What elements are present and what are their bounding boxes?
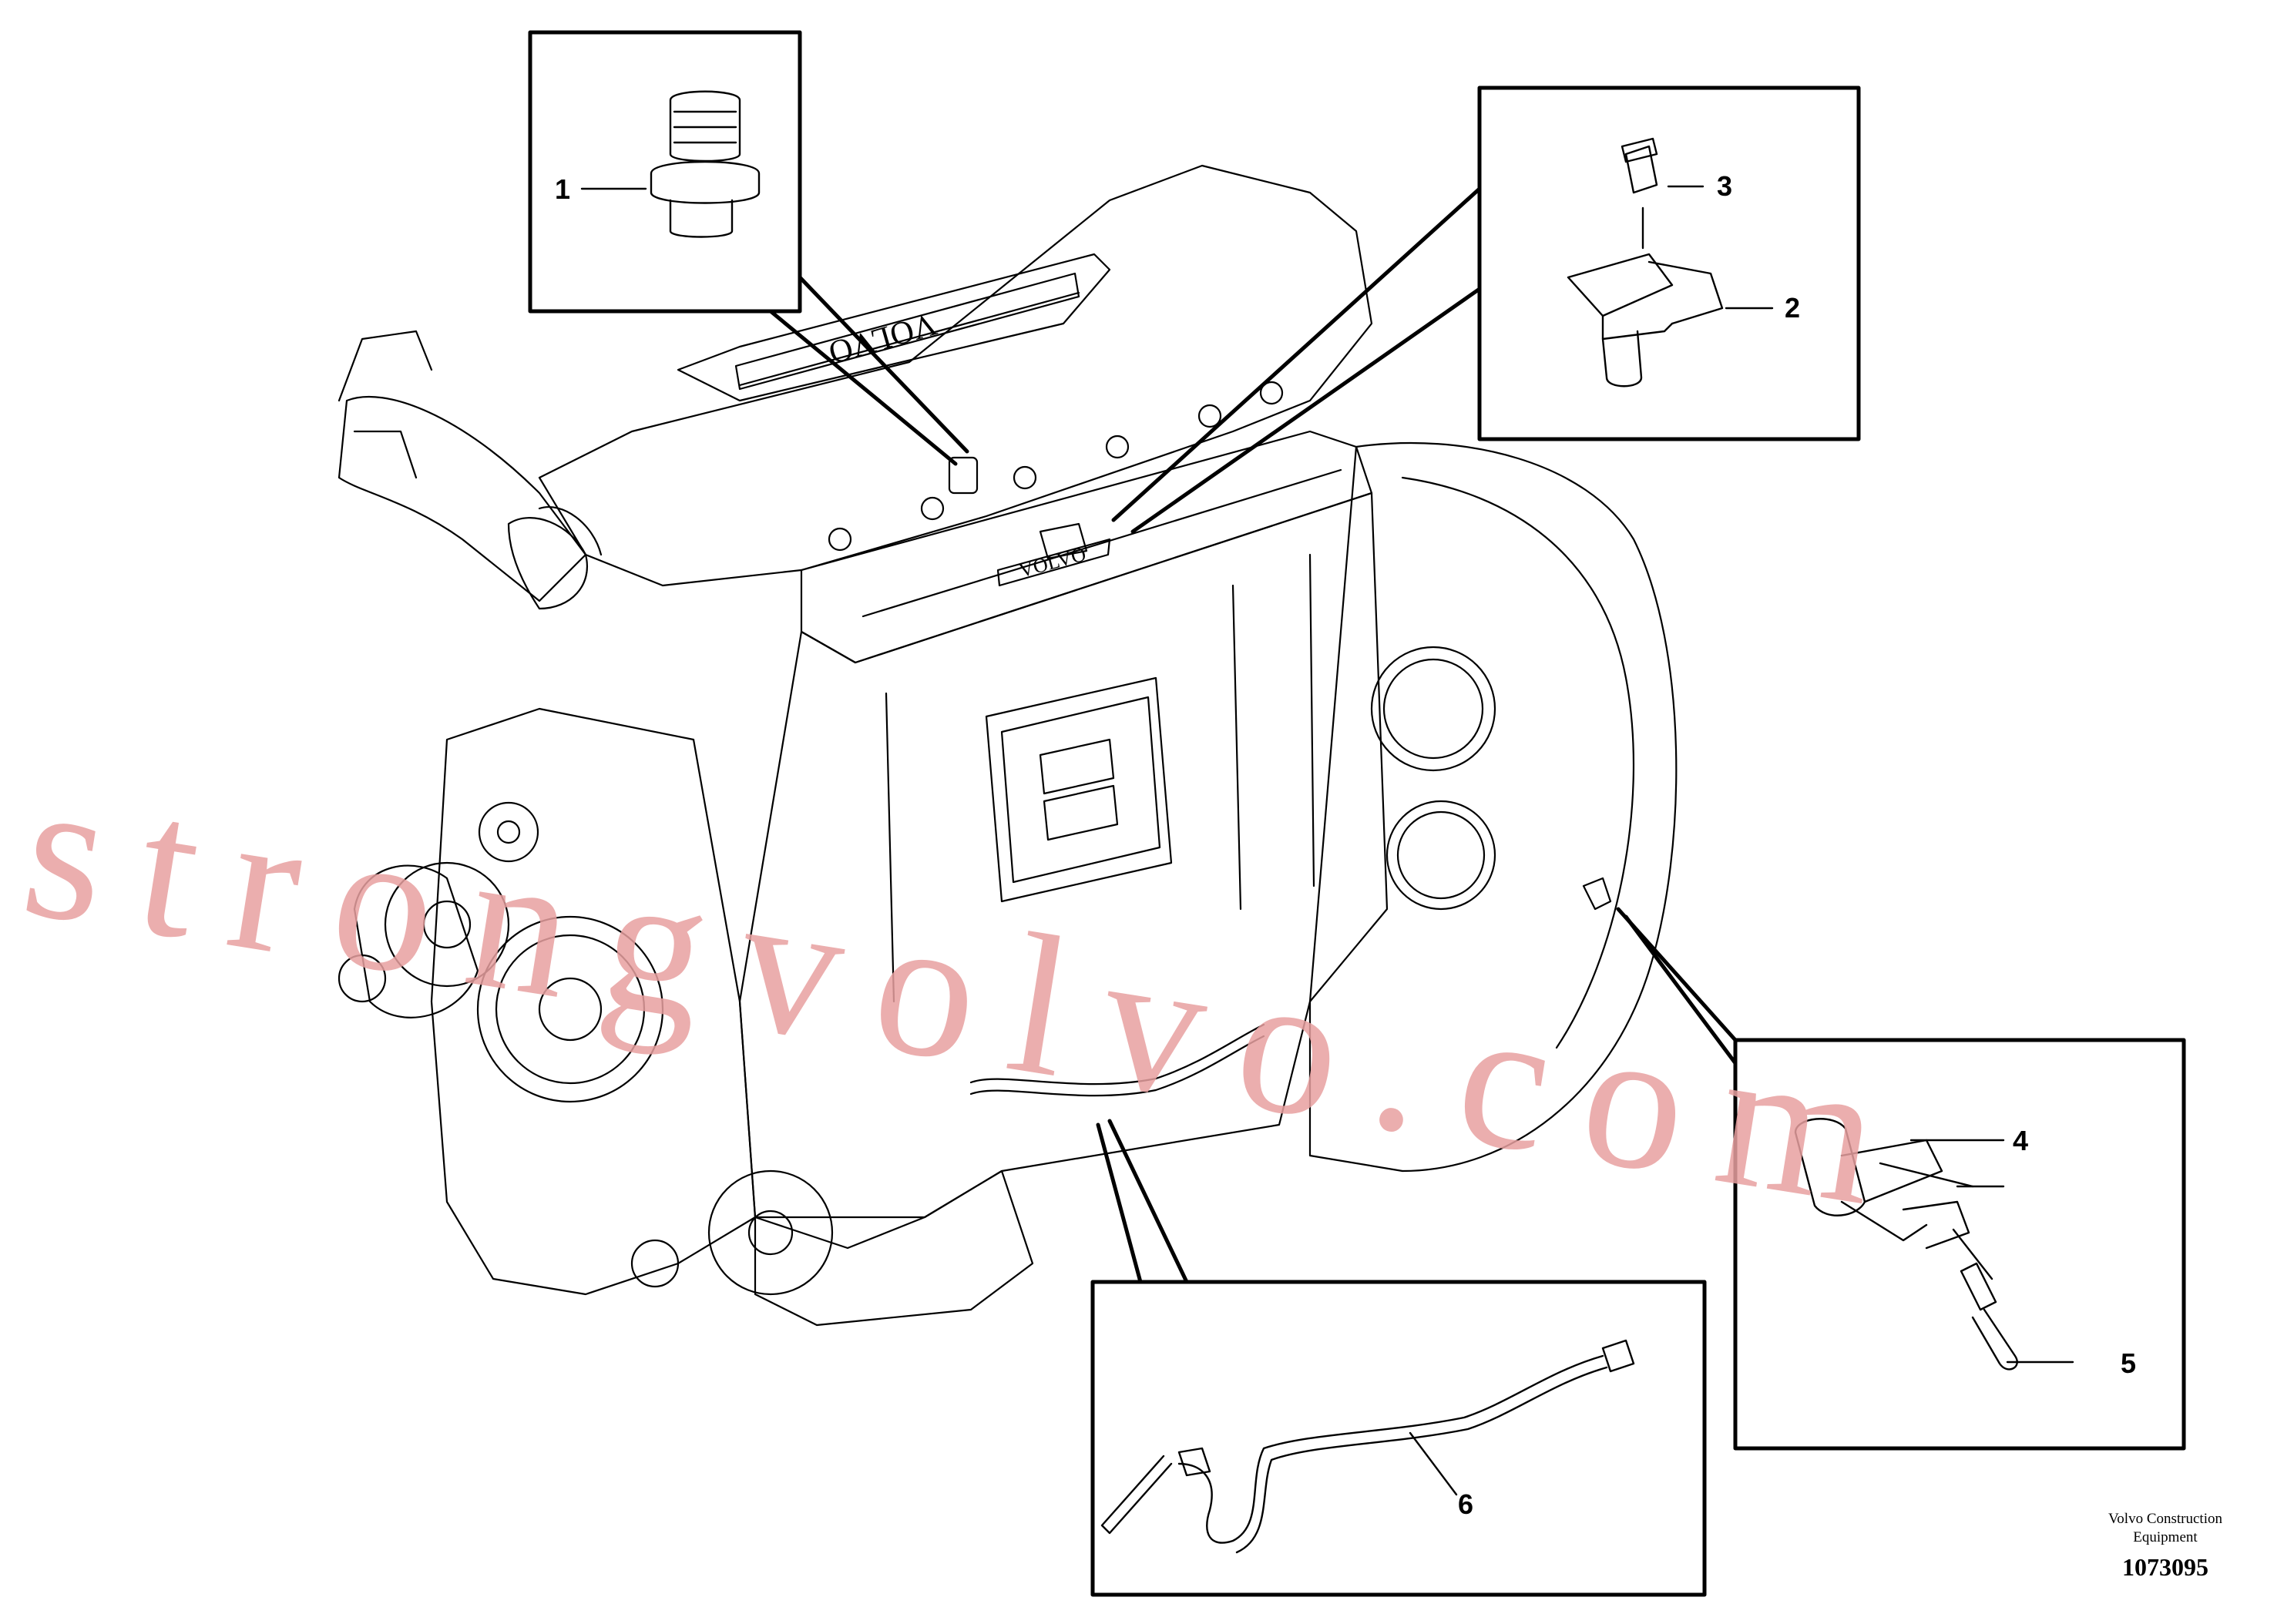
callout-box-6 [969, 1023, 1707, 1597]
map-sensor-part [1567, 137, 1724, 388]
caption-block: Volvo Construction Equipment 1073095 [2073, 1510, 2258, 1582]
wiring-harness-part [1100, 1339, 1635, 1554]
callout-4: 4 [2013, 1125, 2029, 1156]
company-line-2: Equipment [2133, 1529, 2198, 1545]
callout-6: 6 [1458, 1488, 1474, 1520]
block-text: VOLVO [1016, 542, 1088, 582]
oil-pressure-sensor-part [650, 90, 761, 238]
document-number: 1073095 [2122, 1553, 2208, 1581]
callout-box-1 [528, 30, 979, 495]
speed-sensor-part [1794, 1118, 2018, 1371]
engine-outline [338, 164, 1678, 1327]
company-line-1: Volvo Construction [2108, 1511, 2222, 1527]
callout-box-2 [1039, 86, 1861, 560]
volvo-cover-plate [734, 272, 1111, 587]
callout-1: 1 [555, 173, 571, 205]
callout-box-4 [1582, 877, 2186, 1451]
callout-2: 2 [1785, 292, 1801, 324]
callout-5: 5 [2121, 1347, 2137, 1379]
callout-3: 3 [1717, 170, 1733, 202]
cover-text: VOLVO [825, 306, 940, 371]
